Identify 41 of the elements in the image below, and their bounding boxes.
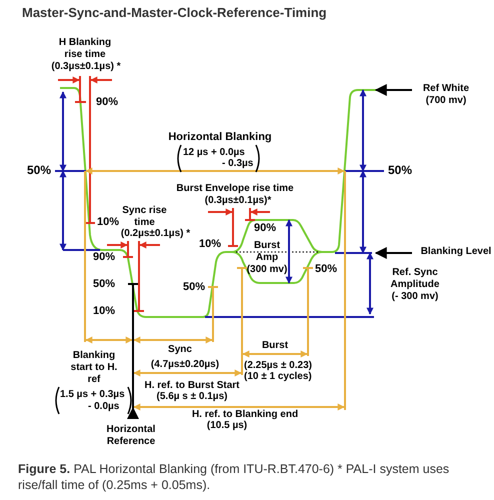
- diagram-label: 50%: [315, 263, 338, 275]
- diagram-label: Horizontal Blanking: [167, 131, 273, 143]
- diagram-label: 12 µs + 0.0µs: [183, 147, 246, 159]
- diagram-label: (5.6µ s ± 0.1µs): [156, 391, 228, 403]
- diagram-label: Burst Amp (300 mv): [246, 240, 288, 276]
- diagram-label: H. ref. to Burst Start: [143, 380, 240, 392]
- diagram-label: Burst: [260, 340, 290, 352]
- diagram-label: (0.3µs±0.1µs) *: [50, 61, 122, 73]
- leader-arrow: [374, 247, 412, 259]
- diagram-label: Ref. Sync Amplitude (- 300 mv): [390, 267, 440, 303]
- diagram-label: (2.25µs ± 0.23): [244, 360, 313, 372]
- diagram-label: Sync: [167, 344, 193, 356]
- diagram-label: 50%: [93, 278, 116, 290]
- signal-level-label: Blanking Level: [416, 246, 494, 258]
- diagram-label: H Blanking rise time: [58, 37, 112, 61]
- diagram-label: (0.2µs±0.1µs) *: [120, 228, 192, 240]
- diagram-label: (4.7µs±0.20µs): [150, 359, 220, 371]
- diagram-label: (10.5 µs): [206, 420, 248, 432]
- diagram-label: Sync rise time: [122, 205, 167, 228]
- signal-level-label: Ref White (700 mv): [416, 83, 476, 107]
- diagram-label: 50%: [27, 164, 52, 176]
- diagram-label: - 0.0µs: [88, 401, 120, 413]
- diagram-label: 90%: [96, 96, 120, 108]
- diagram-label: Blanking start to H. ref: [70, 350, 118, 386]
- diagram-label: 50%: [388, 164, 414, 176]
- diagram-label: 10%: [97, 216, 120, 228]
- diagram-label: H. ref. to Blanking end: [190, 409, 300, 420]
- page-title: Master-Sync-and-Master-Clock-Reference-Timing: [22, 4, 327, 22]
- diagram-label: - 0.3µs: [222, 158, 254, 170]
- diagram-label: 10%: [93, 305, 116, 317]
- diagram-label: 90%: [93, 251, 116, 263]
- diagram-label: 50%: [183, 281, 206, 293]
- diagram-label: Burst Envelope rise time: [175, 183, 295, 195]
- diagram-label: 1.5 µs + 0.3µs: [60, 389, 126, 401]
- leader-arrow: [374, 84, 412, 96]
- diagram-label: 90%: [254, 222, 278, 234]
- diagram-label: 10%: [199, 238, 222, 250]
- diagram-label: (10 ± 1 cycles): [244, 371, 313, 383]
- diagram-label: (0.3µs±0.1µs)*: [204, 195, 272, 207]
- figure-caption: Figure 5. PAL Horizontal Blanking (from ITU-R.BT.470-6) * PAL-I system uses rise/fall time of (0.25ms + 0.05ms).: [18, 461, 450, 493]
- diagram-label: Horizontal Reference: [106, 424, 156, 448]
